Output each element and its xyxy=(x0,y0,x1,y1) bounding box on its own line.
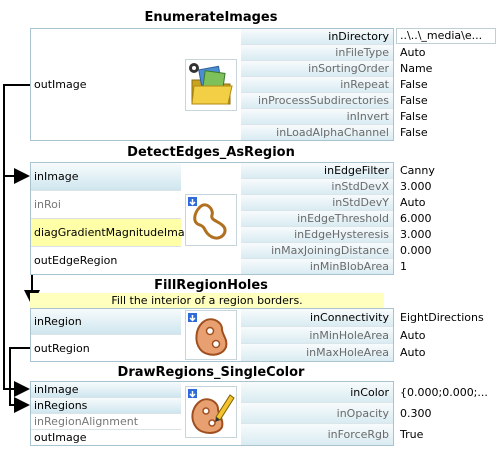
block-detectedges[interactable]: inImage inRoi diagGradientMagnitudeImage… xyxy=(30,162,394,275)
param-inminholearea[interactable]: inMinHoleArea xyxy=(241,327,393,344)
param-column: inColor inOpacity inForceRgb xyxy=(241,382,393,445)
block-enumerateimages[interactable]: outImage inDirectory inFileType inSortin… xyxy=(30,28,394,141)
param-infiletype[interactable]: inFileType xyxy=(241,45,393,61)
block-title-fillregionholes: FillRegionHoles xyxy=(154,278,268,293)
param-incolor[interactable]: inColor xyxy=(241,382,393,403)
param-instddevx[interactable]: inStdDevX xyxy=(241,179,393,195)
value-inedgefilter[interactable]: Canny xyxy=(400,164,435,177)
param-ininvert[interactable]: inInvert xyxy=(241,109,393,125)
param-inminblobarea[interactable]: inMinBlobArea xyxy=(241,259,393,274)
port-column: outImage xyxy=(31,29,181,140)
param-inopacity[interactable]: inOpacity xyxy=(241,403,393,424)
param-inloadalphachannel[interactable]: inLoadAlphaChannel xyxy=(241,125,393,140)
port-inroi[interactable]: inRoi xyxy=(31,191,181,219)
folder-images-icon xyxy=(185,59,237,111)
param-inedgehysteresis[interactable]: inEdgeHysteresis xyxy=(241,227,393,243)
value-infiletype[interactable]: Auto xyxy=(400,46,426,59)
port-outimage[interactable]: outImage xyxy=(31,430,181,445)
block-title-drawregions: DrawRegions_SingleColor xyxy=(117,365,305,380)
param-instddevy[interactable]: inStdDevY xyxy=(241,195,393,211)
value-indirectory[interactable]: ..\..\_media\e... xyxy=(400,29,483,42)
value-instddevx[interactable]: 3.000 xyxy=(400,180,432,193)
port-diaggradientmagnitudeimage[interactable]: diagGradientMagnitudeImage xyxy=(31,219,198,247)
param-column: inEdgeFilter inStdDevX inStdDevY inEdgeT… xyxy=(241,163,393,274)
param-inforcergb[interactable]: inForceRgb xyxy=(241,424,393,445)
param-inrepeat[interactable]: inRepeat xyxy=(241,77,393,93)
wire-outimage-to-inimage xyxy=(3,84,30,184)
param-inmaxjoiningdistance[interactable]: inMaxJoiningDistance xyxy=(241,243,393,259)
port-column: inRegion outRegion xyxy=(31,309,181,361)
value-inconnectivity[interactable]: EightDirections xyxy=(400,311,484,324)
port-outregion[interactable]: outRegion xyxy=(31,335,181,361)
param-indirectory[interactable]: inDirectory xyxy=(241,29,393,45)
value-instddevy[interactable]: Auto xyxy=(400,196,426,209)
param-column: inDirectory inFileType inSortingOrder in… xyxy=(241,29,393,140)
value-incolor[interactable]: {0.000;0.000;... xyxy=(400,386,488,399)
draw-region-icon xyxy=(185,386,237,438)
param-column: inConnectivity inMinHoleArea inMaxHoleAr… xyxy=(241,309,393,361)
value-inedgethreshold[interactable]: 6.000 xyxy=(400,212,432,225)
port-column: inImage inRoi diagGradientMagnitudeImage… xyxy=(31,163,198,274)
param-inedgefilter[interactable]: inEdgeFilter xyxy=(241,163,393,179)
param-inprocesssubdirectories[interactable]: inProcessSubdirectories xyxy=(241,93,393,109)
block-fillregionholes[interactable]: inRegion outRegion inConnectivity inMinH… xyxy=(30,308,394,362)
fill-region-icon xyxy=(185,310,237,360)
value-inprocesssubdirectories[interactable]: False xyxy=(400,94,428,107)
port-inimage[interactable]: inImage xyxy=(31,382,181,398)
block-description: Fill the interior of a region borders. xyxy=(30,293,384,308)
value-inedgehysteresis[interactable]: 3.000 xyxy=(400,228,432,241)
value-inminblobarea[interactable]: 1 xyxy=(400,260,407,273)
value-inmaxholearea[interactable]: Auto xyxy=(400,346,426,359)
param-insortingorder[interactable]: inSortingOrder xyxy=(241,61,393,77)
value-inmaxjoiningdistance[interactable]: 0.000 xyxy=(400,244,432,257)
block-drawregions[interactable]: inImage inRegions inRegionAlignment outI… xyxy=(30,381,394,446)
port-inregion[interactable]: inRegion xyxy=(31,309,181,335)
edge-detection-icon xyxy=(185,194,237,246)
port-inregions[interactable]: inRegions xyxy=(31,398,181,414)
block-title-detectedges: DetectEdges_AsRegion xyxy=(127,145,295,160)
value-inforcergb[interactable]: True xyxy=(400,428,424,441)
wire-outimage-to-draw-inimage xyxy=(3,176,30,397)
block-title-enumerateimages: EnumerateImages xyxy=(144,10,278,25)
port-inimage[interactable]: inImage xyxy=(31,163,181,191)
param-inconnectivity[interactable]: inConnectivity xyxy=(241,309,393,327)
value-inminholearea[interactable]: Auto xyxy=(400,329,426,342)
port-outimage[interactable]: outImage xyxy=(31,29,181,140)
value-ininvert[interactable]: False xyxy=(400,110,428,123)
value-box[interactable] xyxy=(396,28,496,44)
port-inregionalignment[interactable]: inRegionAlignment xyxy=(31,414,181,430)
value-inrepeat[interactable]: False xyxy=(400,78,428,91)
value-inopacity[interactable]: 0.300 xyxy=(400,407,432,420)
wire-outregion-to-inregions xyxy=(9,347,30,413)
value-inloadalphachannel[interactable]: False xyxy=(400,126,428,139)
port-outedgeregion[interactable]: outEdgeRegion xyxy=(31,247,181,274)
port-column: inImage inRegions inRegionAlignment outI… xyxy=(31,382,181,445)
value-insortingorder[interactable]: Name xyxy=(400,62,433,75)
param-inmaxholearea[interactable]: inMaxHoleArea xyxy=(241,344,393,361)
param-inedgethreshold[interactable]: inEdgeThreshold xyxy=(241,211,393,227)
